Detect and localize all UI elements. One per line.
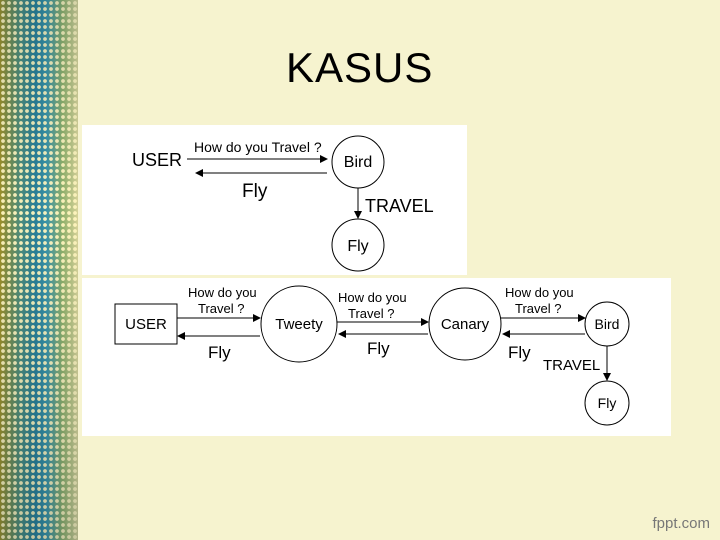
question2-line2: Travel ?	[348, 306, 394, 321]
reply3-label: Fly	[508, 343, 531, 362]
user-label: USER	[132, 150, 182, 170]
travel-label: TRAVEL	[543, 357, 600, 374]
diagram-top-svg: USER How do you Travel ? Fly Bird TRAVEL…	[132, 135, 434, 272]
canary-node-label: Canary	[441, 316, 490, 333]
travel-label: TRAVEL	[365, 196, 434, 216]
diagram-bottom: USER How do you Travel ? Fly Tweety How …	[82, 278, 671, 436]
reply2-label: Fly	[367, 339, 390, 358]
question-label: How do you Travel ?	[194, 139, 322, 155]
question3-line2: Travel ?	[515, 301, 561, 316]
user-label: USER	[125, 316, 167, 333]
slide-title: KASUS	[286, 44, 434, 91]
fly-node-label: Fly	[347, 238, 368, 255]
fly-node	[331, 218, 385, 272]
fly-node-label: Fly	[598, 395, 617, 411]
tweety-node-label: Tweety	[275, 316, 323, 333]
bird-node-label: Bird	[595, 316, 620, 332]
decorative-dot-strip	[0, 0, 78, 540]
canary-node	[428, 287, 502, 361]
question2-line1: How do you	[338, 290, 407, 305]
footer-brand: fppt.com	[652, 515, 710, 532]
reply-label: Fly	[242, 181, 268, 202]
reply1-label: Fly	[208, 343, 231, 362]
diagram-bottom-svg: USER How do you Travel ? Fly Tweety How …	[114, 285, 630, 426]
diagram-top: USER How do you Travel ? Fly Bird TRAVEL…	[82, 125, 467, 275]
question1-line2: Travel ?	[198, 301, 244, 316]
fly-node	[584, 380, 630, 426]
bird-node-label: Bird	[344, 154, 372, 171]
question3-line1: How do you	[505, 285, 574, 300]
question1-line1: How do you	[188, 285, 257, 300]
tweety-node	[260, 285, 338, 363]
user-box	[114, 303, 178, 345]
